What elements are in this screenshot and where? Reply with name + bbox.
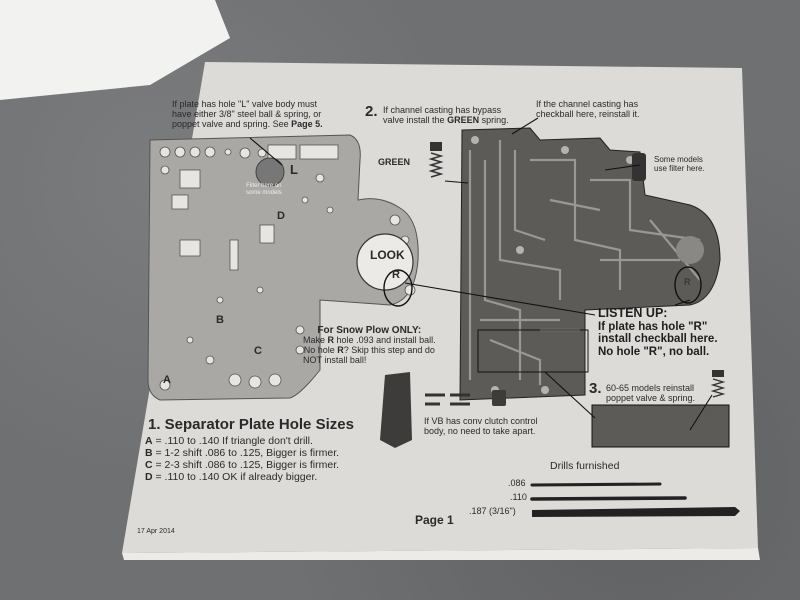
drill-086: [530, 482, 662, 487]
vb-note-line: If VB has conv clutch control: [424, 416, 538, 426]
filter-screen: [255, 157, 285, 187]
listen-up-note: LISTEN UP: If plate has hole "R" install…: [598, 306, 718, 359]
look-label: LOOK: [370, 248, 405, 262]
step2-text-b: spring.: [481, 114, 509, 125]
snow-plow-line: Make R hole .093 and install ball.: [303, 335, 436, 346]
label-a: A: [163, 374, 171, 386]
detail-box-step3: [591, 404, 730, 448]
plate-note-line: If plate has hole "L" valve body must: [172, 99, 317, 109]
label-c: C: [254, 345, 262, 357]
hole-size-text: = 2-3 shift .086 to .125, Bigger is firm…: [152, 459, 340, 471]
clutch-control-body: [380, 372, 412, 448]
filter-part: [632, 153, 646, 181]
drill-187: [532, 507, 740, 517]
drills-title: Drills furnished: [550, 460, 620, 472]
label-d: D: [277, 210, 285, 222]
checkball-marker: R: [684, 277, 691, 287]
step2-line: valve install the GREEN spring.: [383, 114, 509, 126]
drill-110: [530, 496, 687, 501]
filter-plate-note-line: some models: [246, 189, 282, 196]
hole-size-text: = .110 to .140 OK if already bigger.: [152, 471, 318, 483]
filter-note: Some models use filter here.: [654, 155, 705, 174]
step2-green: GREEN: [447, 114, 480, 125]
snow-plow-r: R: [327, 335, 335, 345]
step2-text: If channel casting has bypass valve inst…: [383, 105, 509, 126]
listen-up-line: install checkball here.: [598, 333, 718, 346]
snow-plow-text: hole .093 and install ball.: [336, 335, 436, 345]
hole-key: D: [145, 471, 153, 483]
checkball-circle: [674, 266, 702, 304]
hole-size-row: B = 1-2 shift .086 to .125, Bigger is fi…: [145, 447, 339, 459]
drill-size-label: .110: [510, 492, 527, 502]
drill-size-label: .187 (3/16"): [469, 506, 516, 516]
snow-plow-line: No hole R? Skip this step and do: [303, 344, 436, 356]
vb-note-line: body, no need to take apart.: [424, 425, 536, 436]
leader-lines: [249, 117, 713, 431]
listen-up-line: If plate has hole "R": [598, 320, 708, 333]
listen-up-line: No hole "R", no ball.: [598, 346, 710, 359]
checkball-note-line: checkball here, reinstall it.: [536, 108, 640, 119]
hole-size-row: D = .110 to .140 OK if already bigger.: [145, 471, 339, 483]
snow-plow-note: For Snow Plow ONLY: Make R hole .093 and…: [303, 325, 436, 366]
plate-note: If plate has hole "L" valve body must ha…: [172, 99, 323, 130]
snow-plow-r: R: [337, 344, 344, 355]
step2-number: 2.: [365, 103, 378, 120]
plate-note-line: have either 3/8" steel ball & spring, or: [172, 108, 322, 119]
drill-size-label: .086: [508, 478, 526, 488]
valve-body-bolts: [471, 136, 704, 394]
green-spring-cap: [430, 142, 442, 151]
r-hole-highlight: [383, 269, 413, 307]
snow-plow-line: NOT install ball!: [303, 354, 367, 365]
filter-plate-note-line: Filter here on: [246, 183, 282, 189]
label-l: L: [290, 162, 298, 177]
page-5-reference: Page 5.: [291, 118, 323, 129]
listen-up-title: LISTEN UP:: [598, 306, 668, 320]
step3-text: 60-65 models reinstall poppet valve & sp…: [606, 383, 696, 404]
clutch-parts: [425, 393, 470, 406]
label-b: B: [216, 314, 224, 326]
snow-plow-text: No hole: [303, 344, 335, 355]
filter-note-line: Some models: [654, 155, 703, 164]
drill-bits: [530, 482, 740, 517]
green-spring-label: GREEN: [378, 157, 411, 167]
hole-key: C: [145, 459, 153, 471]
step3-line: poppet valve & spring.: [606, 392, 696, 403]
print-date: 17 Apr 2014: [137, 528, 175, 535]
checkball-note: If the channel casting has checkball her…: [536, 99, 640, 120]
poppet-spring: [710, 378, 726, 398]
hole-key: A: [145, 435, 153, 447]
plate-note-line: poppet valve and spring. See Page 5.: [172, 118, 323, 130]
step2-text-a: valve install the: [383, 114, 445, 125]
vb-note: If VB has conv clutch control body, no n…: [424, 416, 538, 437]
snow-plow-text: ? Skip this step and do: [343, 344, 435, 355]
section1-heading: 1. Separator Plate Hole Sizes: [148, 416, 354, 433]
step3-number: 3.: [589, 380, 602, 397]
detail-box-main: [477, 329, 589, 373]
green-spring: [428, 152, 444, 178]
page-number: Page 1: [415, 513, 454, 527]
filter-note-line: use filter here.: [654, 163, 705, 173]
separator-plate: [147, 134, 419, 401]
hole-size-text: = .110 to .140 If triangle don't drill.: [152, 435, 313, 447]
hole-sizes-list: A = .110 to .140 If triangle don't drill…: [145, 435, 339, 483]
hole-size-row: A = .110 to .140 If triangle don't drill…: [145, 435, 339, 447]
checkball-note-line: If the channel casting has: [536, 99, 639, 109]
hole-size-row: C = 2-3 shift .086 to .125, Bigger is fi…: [145, 459, 339, 471]
step2-line: If channel casting has bypass: [383, 105, 502, 115]
plate-holes: [159, 144, 416, 391]
step3-line: 60-65 models reinstall: [606, 383, 695, 393]
hole-size-text: = 1-2 shift .086 to .125, Bigger is firm…: [152, 447, 340, 459]
plate-note-text: poppet valve and spring. See: [172, 118, 289, 129]
valve-body-channels: [468, 140, 701, 385]
label-r: R: [392, 269, 400, 281]
snow-plow-text: Make: [303, 335, 326, 345]
hole-key: B: [145, 447, 153, 459]
look-circle: [356, 233, 414, 291]
filter-plate-note: Filter here on some models: [246, 183, 282, 196]
snow-plow-title: For Snow Plow ONLY:: [317, 325, 422, 336]
